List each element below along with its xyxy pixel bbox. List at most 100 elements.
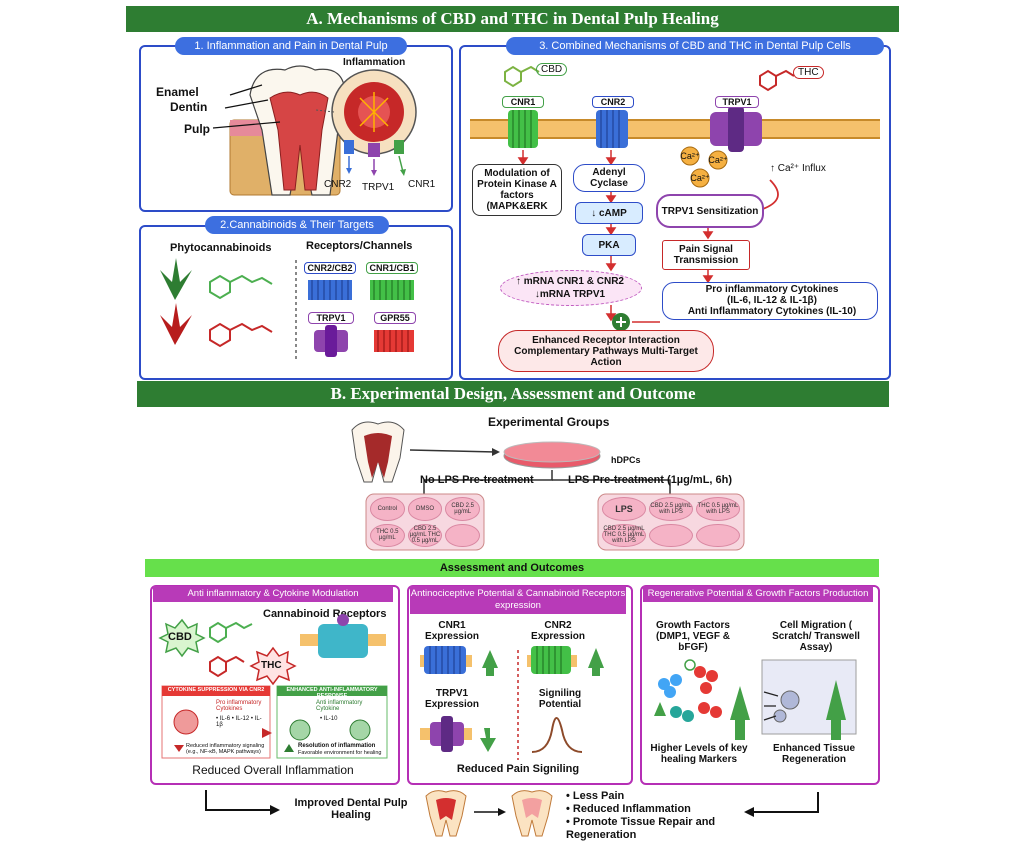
label-p1-cnr1: CNR1	[408, 179, 436, 190]
cnr2-receptor-glyph	[308, 280, 352, 300]
label-signaling-potential: Signiling Potential	[538, 688, 582, 710]
node-camp: ↓ cAMP	[575, 202, 643, 224]
label-pro-cytokines: Pro inflammatory Cytokines	[705, 284, 839, 295]
label-anti-cytokines: Anti Inflammatory Cytokines (IL-10)	[687, 306, 857, 317]
well: Control	[370, 497, 405, 521]
label-mrna-up: ↑ mRNA CNR1 & CNR2	[516, 276, 624, 287]
node-pain-signal: Pain Signal Transmission	[662, 240, 750, 270]
label-pro-cytokines-box: Pro inflammatory Cytokines	[216, 700, 262, 712]
label-resolution-sub: Favorable environment for healing	[298, 750, 382, 756]
well	[696, 523, 740, 547]
outcome-bullets: • Less Pain • Reduced Inflammation • Pro…	[566, 790, 746, 842]
tag-p3-trpv1: TRPV1	[715, 96, 759, 108]
panel-2-title: 2.Cannabinoids & Their Targets	[205, 216, 389, 234]
well: THC 0.5 µg/mL	[370, 523, 405, 547]
well	[649, 523, 693, 547]
label-lps: LPS Pre-treatment (1µg/mL, 6h)	[568, 474, 733, 486]
label-mrna-down: ↓mRNA TRPV1	[534, 289, 606, 300]
label-dentin: Dentin	[170, 100, 208, 114]
label-cytokine-suppression: CYTOKINE SUPPRESSION VIA CNR2	[167, 687, 265, 693]
cbd-badge: CBD	[168, 631, 192, 643]
ca-ion-2: Ca²⁺	[708, 155, 728, 165]
outcome-bullet-text: Less Pain	[572, 790, 625, 802]
plate-no-lps: Control DMSO CBD 2.5 µg/mL THC 0.5 µg/mL…	[370, 497, 480, 547]
well: CBD 2.5 µg/mL	[445, 497, 480, 521]
label-inflammation: Inflammation	[343, 57, 406, 68]
label-reduced-pain: Reduced Pain Signiling	[456, 763, 580, 775]
tag-gpr55: GPR55	[374, 312, 416, 324]
label-resolution: Resolution of inflammation	[298, 743, 376, 749]
outcome-bullet-text: Promote Tissue Repair and Regeneration	[566, 816, 716, 841]
tag-p3-cnr1: CNR1	[502, 96, 544, 108]
section-b-banner: B. Experimental Design, Assessment and O…	[137, 381, 889, 407]
label-pro-cytokines-items: • IL-6 • IL-12 • IL-1β	[216, 716, 262, 728]
label-reduced-inflammation: Reduced Overall Inflammation	[192, 763, 354, 777]
label-growth-factors: Growth Factors (DMP1, VEGF & bFGF)	[656, 620, 730, 653]
outcome-bullet: • Promote Tissue Repair and Regeneration	[566, 816, 716, 841]
label-no-lps: No LPS Pre-treatment	[420, 474, 534, 486]
node-adenyl-cyclase: Adenyl Cyclase	[573, 164, 645, 192]
label-pro-cytokines-list: (IL-6, IL-12 & IL-1β)	[727, 295, 817, 306]
node-cytokines	[662, 282, 878, 320]
col2-title: Antinociceptive Potential & Cannabinoid …	[410, 586, 626, 614]
label-ca-influx: ↑ Ca²⁺ Influx	[770, 163, 826, 174]
label-higher-levels: Higher Levels of key healing Markers	[650, 743, 748, 765]
well: LPS	[602, 497, 646, 521]
label-enhanced-response: ENHANCED ANTI-INFLAMMATORY RESPONSE	[286, 687, 378, 699]
ca-ion-1: Ca²⁺	[680, 151, 700, 161]
label-experimental-groups: Experimental Groups	[488, 415, 610, 429]
plate-lps: LPS CBD 2.5 µg/mL with LPS THC 0.5 µg/mL…	[602, 497, 740, 547]
label-p1-trpv1: TRPV1	[362, 182, 395, 193]
well: CBD 2.5 µg/mL THC 0.5 µg/mL	[407, 523, 443, 547]
label-trpv1-expression: TRPV1 Expression	[425, 688, 479, 710]
label-pulp: Pulp	[184, 122, 210, 136]
cnr1-receptor-glyph	[370, 280, 414, 300]
outcome-bullet-text: Reduced Inflammation	[572, 803, 691, 815]
label-phytocannabinoids: Phytocannabinoids	[170, 242, 272, 254]
thc-badge: THC	[261, 660, 282, 671]
panel-3-title: 3. Combined Mechanisms of CBD and THC in…	[506, 37, 884, 55]
label-p1-cnr2: CNR2	[324, 179, 352, 190]
label-hdpcs: hDPCs	[611, 455, 641, 465]
col1-title: Anti inflammatory & Cytokine Modulation	[153, 586, 393, 602]
label-reduced-signaling: Reduced inflammatory signaling (e.g., NF…	[186, 743, 265, 755]
well: CBD 2.5 µg/mL with LPS	[649, 497, 693, 521]
label-enhanced-regeneration: Enhanced Tissue Regeneration	[772, 743, 856, 765]
node-trpv1-sensitization: TRPV1 Sensitization	[656, 194, 764, 228]
label-enamel: Enamel	[156, 85, 199, 99]
node-mrna	[500, 270, 642, 306]
label-anti-cytokine-items: • IL-10	[320, 716, 338, 722]
assessment-banner: Assessment and Outcomes	[145, 559, 879, 577]
tag-cnr1-cb1: CNR1/CB1	[366, 262, 418, 274]
label-anti-cytokine-box: Anti inflammatory Cytokine	[316, 700, 363, 712]
col3-title: Regenerative Potential & Growth Factors …	[643, 586, 873, 602]
tag-cnr2-cb2: CNR2/CB2	[304, 262, 356, 274]
ca-ion-3: Ca²⁺	[690, 173, 710, 183]
label-improved-healing: Improved Dental Pulp Healing	[294, 797, 408, 821]
thc-tag: THC	[793, 66, 824, 79]
tag-trpv1: TRPV1	[308, 312, 354, 324]
label-cannabinoid-receptors: Cannabinoid Receptors	[263, 608, 387, 620]
label-receptors-channels: Receptors/Channels	[306, 240, 413, 252]
outcome-bullet: • Reduced Inflammation	[566, 803, 691, 815]
node-pka-modulation: Modulation of Protein Kinase A factors (…	[472, 164, 562, 216]
well: CBD 2.5 µg/mL THC 0.5 µg/mL with LPS	[602, 523, 646, 547]
section-a-banner: A. Mechanisms of CBD and THC in Dental P…	[126, 6, 899, 32]
cbd-tag: CBD	[536, 63, 568, 76]
tag-p3-cnr2: CNR2	[592, 96, 634, 108]
well: THC 0.5 µg/mL with LPS	[696, 497, 740, 521]
well: DMSO	[407, 497, 443, 521]
node-enhanced-interaction: Enhanced Receptor Interaction Complement…	[498, 330, 714, 372]
label-cnr1-expression: CNR1 Expression	[425, 620, 479, 642]
label-cnr2-expression: CNR2 Expression	[531, 620, 585, 642]
outcome-bullet: • Less Pain	[566, 790, 625, 802]
label-cell-migration: Cell Migration ( Scratch/ Transwell Assa…	[772, 620, 860, 653]
node-pka: PKA	[582, 234, 636, 256]
